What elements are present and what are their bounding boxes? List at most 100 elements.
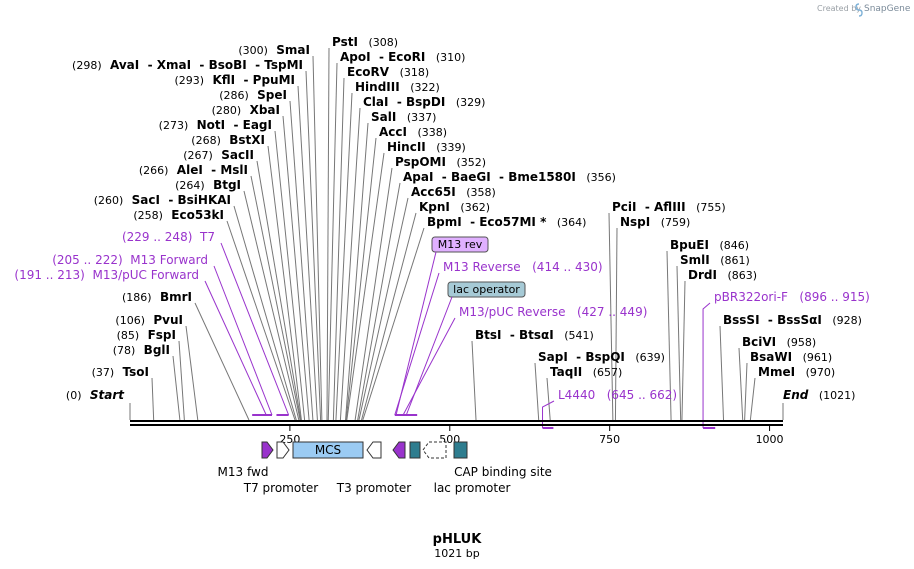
site-bmri[interactable]: (186) BmrI <box>122 290 192 304</box>
site-separator: - <box>760 313 778 327</box>
feature-t3promoter[interactable] <box>366 441 382 459</box>
enzyme-name: BtsI <box>475 328 502 342</box>
site-leader <box>719 325 725 421</box>
site-spacer <box>546 216 557 229</box>
site-separator: - <box>371 50 389 64</box>
tag-lacop_tag[interactable]: lac operator <box>447 281 526 298</box>
site-bgli[interactable]: (78) BglI <box>113 343 170 357</box>
primer-pbr322ori[interactable]: pBR322ori-F (896 .. 915) <box>714 290 870 304</box>
site-sali[interactable]: SalI (337) <box>371 110 436 124</box>
site-fspi[interactable]: (85) FspI <box>117 328 176 342</box>
site-spacer <box>456 186 467 199</box>
site-spacer <box>425 51 436 64</box>
site-eco53ki[interactable]: (258) Eco53kI <box>133 208 224 222</box>
site-bpmi[interactable]: BpmI - Eco57MI * (364) <box>427 215 586 229</box>
site-pspomi[interactable]: PspOMI (352) <box>395 155 486 169</box>
feature-capsite[interactable] <box>453 441 468 459</box>
site-label-text: (266) AleI - MslI <box>139 163 248 177</box>
snapgene-credit[interactable]: Created by SnapGene <box>817 3 911 17</box>
primer-m13puc_rev[interactable]: M13/pUC Reverse (427 .. 449) <box>459 305 647 319</box>
site-bpuei[interactable]: BpuEI (846) <box>670 238 749 252</box>
feature-mcs[interactable]: MCS <box>292 441 364 459</box>
site-avai[interactable]: (298) AvaI - XmaI - BsoBI - TspMI <box>72 58 303 72</box>
feature-lacoperator[interactable] <box>409 441 421 459</box>
site-acci[interactable]: AccI (338) <box>379 125 447 139</box>
feature-m13fwd[interactable] <box>261 441 274 459</box>
feature-lacpromoter[interactable] <box>422 441 447 459</box>
tag-m13rev_tag[interactable]: M13 rev <box>431 236 489 253</box>
site-noti[interactable]: (273) NotI - EagI <box>159 118 272 132</box>
tag-leader <box>405 296 453 416</box>
site-separator <box>114 365 122 379</box>
site-xbai[interactable]: (280) XbaI <box>212 103 280 117</box>
site-smli[interactable]: SmlI (861) <box>680 253 750 267</box>
primer-t7[interactable]: (229 .. 248) T7 <box>122 230 215 244</box>
site-label-text: SapI - BspQI (639) <box>538 350 665 364</box>
site-mmei[interactable]: MmeI (970) <box>758 365 835 379</box>
site-leader <box>289 100 314 421</box>
site-spacer <box>710 254 721 267</box>
site-leader <box>358 197 409 421</box>
site-kfli[interactable]: (293) KflI - PpuMI <box>175 73 295 87</box>
site-separator <box>241 103 249 117</box>
site-spacer <box>717 269 728 282</box>
site-hincii[interactable]: HincII (339) <box>387 140 466 154</box>
site-label-text: (0) Start <box>66 388 125 402</box>
enzyme-name: KpnI <box>419 200 450 214</box>
site-bcivi[interactable]: BciVI (958) <box>742 335 816 349</box>
site-hindiii[interactable]: HindIII (322) <box>355 80 440 94</box>
primer-label-text: L4440 (645 .. 662) <box>558 388 677 402</box>
site-coordinate: (264) <box>175 179 205 192</box>
site-spei[interactable]: (286) SpeI <box>219 88 287 102</box>
enzyme-name: BmrI <box>160 290 192 304</box>
site-pvui[interactable]: (106) PvuI <box>115 313 183 327</box>
site-coordinate: (268) <box>191 134 221 147</box>
site-label-text: (300) SmaI <box>238 43 310 57</box>
site-coordinate: (755) <box>696 201 726 214</box>
site-clai[interactable]: ClaI - BspDI (329) <box>363 95 485 109</box>
site-smai[interactable]: (300) SmaI <box>238 43 310 57</box>
site-ecorv[interactable]: EcoRV (318) <box>347 65 429 79</box>
site-bsawi[interactable]: BsaWI (961) <box>750 350 832 364</box>
site-spacer <box>582 366 593 379</box>
site-separator: - <box>235 73 253 87</box>
site-alei[interactable]: (266) AleI - MslI <box>139 163 248 177</box>
primer-m13rev_primer[interactable]: M13 Reverse (414 .. 430) <box>443 260 603 274</box>
primer-labels: (229 .. 248) T7(205 .. 222) M13 Forward(… <box>14 230 869 402</box>
site-separator <box>168 163 176 177</box>
site-acc65i[interactable]: Acc65I (358) <box>411 185 496 199</box>
site-apai[interactable]: ApaI - BaeGI - Bme1580I (356) <box>403 170 616 184</box>
enzyme-name: PspOMI <box>395 155 446 169</box>
feature-box <box>292 441 364 459</box>
site-drdi[interactable]: DrdI (863) <box>688 268 757 282</box>
site-btsi[interactable]: BtsI - BtsαI (541) <box>475 328 594 342</box>
site-end[interactable]: End (1021) <box>783 388 855 402</box>
site-leader <box>326 47 330 421</box>
site-bsssi[interactable]: BssSI - BssSαI (928) <box>723 313 862 327</box>
site-sapi[interactable]: SapI - BspQI (639) <box>538 350 665 364</box>
site-label-text: BsaWI (961) <box>750 350 832 364</box>
site-tsoi[interactable]: (37) TsoI <box>92 365 149 379</box>
feature-m13rev[interactable] <box>392 441 406 459</box>
site-saci[interactable]: (260) SacI - BsiHKAI <box>94 193 231 207</box>
site-sacii[interactable]: (267) SacII <box>183 148 254 162</box>
site-separator <box>145 313 153 327</box>
enzyme-name: EcoRV <box>347 65 390 79</box>
feature-t7promoter[interactable] <box>276 441 290 459</box>
site-psti[interactable]: PstI (308) <box>332 35 398 49</box>
site-bstxi[interactable]: (268) BstXI <box>191 133 265 147</box>
primer-m13puc_fwd[interactable]: (191 .. 213) M13/pUC Forward <box>14 268 199 282</box>
site-label-text: BtsI - BtsαI (541) <box>475 328 594 342</box>
site-taqii[interactable]: TaqII (657) <box>550 365 622 379</box>
site-kpni[interactable]: KpnI (362) <box>419 200 490 214</box>
site-start[interactable]: (0) Start <box>66 388 125 402</box>
site-apoi[interactable]: ApoI - EcoRI (310) <box>340 50 465 64</box>
primer-l4440[interactable]: L4440 (645 .. 662) <box>558 388 677 402</box>
site-btgi[interactable]: (264) BtgI <box>175 178 241 192</box>
primer-m13fwd[interactable]: (205 .. 222) M13 Forward <box>52 253 208 267</box>
site-pcii[interactable]: PciI - AflIII (755) <box>612 200 726 214</box>
site-nspi[interactable]: NspI (759) <box>620 215 690 229</box>
site-leader <box>312 55 323 421</box>
site-label-text: MmeI (970) <box>758 365 835 379</box>
